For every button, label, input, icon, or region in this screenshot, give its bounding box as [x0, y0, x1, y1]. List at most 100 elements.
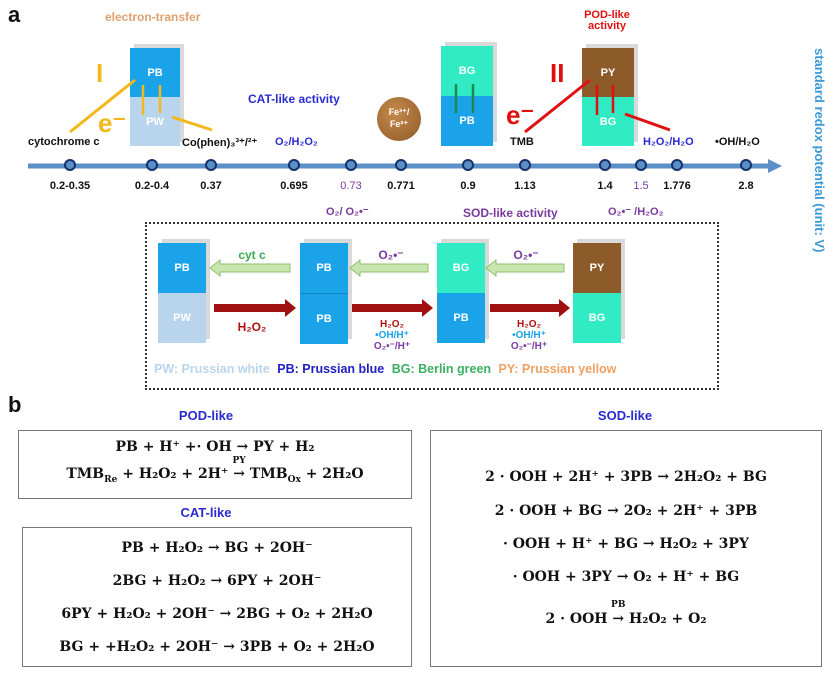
tick-label: 0.9	[460, 180, 476, 192]
h2o2-label: H₂O₂	[237, 320, 267, 334]
scheme-box	[145, 222, 719, 390]
scheme-pb-pw-block: PB PW	[158, 243, 206, 343]
pod-activity-line1: POD-like	[584, 9, 630, 21]
cat-equation-2: 2BG + H₂O₂ → 6PY + 2OH⁻	[112, 573, 322, 589]
scheme-pb-pb-block: PB PB	[300, 243, 348, 344]
scheme-arrows	[209, 258, 570, 317]
tick-dot	[146, 159, 158, 171]
tick-dot	[740, 159, 752, 171]
tick-dot	[599, 159, 611, 171]
pw-half: PW	[158, 293, 206, 343]
sod-activity-label: SOD-like activity	[463, 206, 558, 220]
tick-dot	[205, 159, 217, 171]
tick-dot	[462, 159, 474, 171]
cat-activity-label: CAT-like activity	[248, 92, 340, 106]
cyt-c-label: cyt c	[238, 248, 266, 262]
pod-equation-2: TMBRe + H₂O₂ + 2H⁺ PY→ TMBOx + 2H₂O	[19, 456, 411, 485]
eq-subscript: Ox	[287, 474, 301, 485]
arrow-catalyst: PY	[232, 456, 246, 466]
tick-dot	[345, 159, 357, 171]
sod-title: SOD-like	[597, 408, 653, 423]
pb-half: PB	[441, 96, 493, 146]
py-bg-block: PY BG	[582, 48, 634, 146]
pod-activity-line2: activity	[588, 20, 626, 32]
h2o2-label: H₂O₂	[517, 319, 541, 330]
tick-dot	[395, 159, 407, 171]
o2rad-h-label: O₂•⁻/H⁺	[510, 341, 548, 352]
eq-term: 2 · OOH	[545, 611, 613, 627]
scheme-py-bg-block: PY BG	[573, 243, 621, 343]
tick-label: 0.73	[340, 180, 362, 192]
scheme-bg-pb-block: BG PB	[437, 243, 485, 343]
o2rad-h-label: O₂•⁻/H⁺	[373, 341, 411, 352]
pod-title: POD-like	[178, 408, 234, 423]
fe3-label: Fe³⁺/	[388, 107, 410, 117]
tick-label: 1.5	[633, 180, 649, 192]
tmb-label: TMB	[510, 136, 534, 148]
pb-half: PB	[300, 243, 348, 293]
axis-title: standard redox potential (unit: V)	[812, 48, 827, 253]
bg-half: BG	[573, 293, 621, 343]
py-half: PY	[573, 243, 621, 293]
reaction-conditions-2: H₂O₂ •OH/H⁺ O₂•⁻/H⁺	[511, 319, 547, 352]
panel-label-a: a	[8, 2, 21, 27]
oh-h-label: •OH/H⁺	[512, 330, 546, 341]
legend-pb: PB: Prussian blue	[277, 362, 385, 376]
tick-label: 0.2-0.4	[134, 180, 170, 192]
arrow-catalyst: PB	[611, 600, 626, 610]
tick-dot	[635, 159, 647, 171]
reaction-conditions-1: H₂O₂ •OH/H⁺ O₂•⁻/H⁺	[374, 319, 410, 352]
o2-h2o2-label: O₂/H₂O₂	[275, 136, 318, 148]
fe2-label: Fe²⁺	[389, 119, 409, 129]
eq-subscript: Re	[104, 474, 118, 485]
panel-label-b: b	[8, 392, 22, 417]
sod-equation-4: · OOH + 3PY → O₂ + H⁺ + BG	[512, 569, 740, 585]
electron-label-2: e⁻	[506, 100, 535, 130]
eq-term: TMB	[244, 466, 288, 482]
oh-h-label: •OH/H⁺	[375, 330, 409, 341]
fe-couple-circle: Fe³⁺/ Fe²⁺	[377, 97, 421, 141]
sod-equation-5: 2 · OOH PB→ H₂O₂ + O₂	[431, 600, 821, 627]
bg-pb-block: BG PB	[441, 46, 493, 146]
o2-o2rad-label: O₂/ O₂•⁻	[326, 206, 369, 218]
cytochrome-c-label: cytochrome c	[28, 136, 100, 148]
tick-dot	[671, 159, 683, 171]
legend-bg: BG: Berlin green	[391, 362, 492, 376]
cat-equation-4: BG + +H₂O₂ + 2OH⁻ → 3PB + O₂ + 2H₂O	[59, 639, 375, 655]
pod-equation-1: PB + H⁺ +· OH → PY + H₂	[115, 439, 315, 455]
eq-term: TMB	[66, 466, 105, 482]
tick-dot	[64, 159, 76, 171]
sod-equation-1: 2 · OOH + 2H⁺ + 3PB → 2H₂O₂ + BG	[485, 469, 767, 485]
eq-term: + 2H₂O	[300, 466, 364, 482]
sod-equation-3: · OOH + H⁺ + BG → H₂O₂ + 3PY	[503, 536, 749, 552]
o2rad-label: O₂•⁻	[513, 248, 539, 262]
h2o2-h2o-label: H₂O₂/H₂O	[643, 136, 694, 148]
electron-label-1: e⁻	[98, 108, 127, 138]
tick-label: 2.8	[738, 180, 754, 192]
tick-dot	[519, 159, 531, 171]
py-half: PY	[582, 48, 634, 97]
cat-title: CAT-like	[180, 505, 232, 520]
tick-label: 1.4	[597, 180, 613, 192]
cat-equations-box: PB + H₂O₂ → BG + 2OH⁻ 2BG + H₂O₂ → 6PY +…	[22, 527, 412, 667]
bg-half: BG	[582, 97, 634, 146]
o2rad-h2o2-label: O₂•⁻ /H₂O₂	[608, 206, 664, 218]
pb-pw-block: PB PW	[130, 48, 180, 146]
cat-equation-1: PB + H₂O₂ → BG + 2OH⁻	[121, 540, 313, 556]
electron-transfer-label: electron-transfer	[105, 10, 201, 24]
legend-py: PY: Prussian yellow	[498, 362, 617, 376]
roman-i-label: I	[96, 58, 104, 88]
bg-half: BG	[437, 243, 485, 293]
cophen-label: Co(phen)₃³⁺/²⁺	[182, 137, 258, 149]
arrow-icon: →	[233, 466, 245, 482]
legend-pw: PW: Prussian white	[154, 362, 270, 376]
tick-label: 0.771	[387, 180, 415, 192]
cat-equation-3: 6PY + H₂O₂ + 2OH⁻ → 2BG + O₂ + 2H₂O	[61, 606, 373, 622]
pw-half: PW	[130, 97, 180, 146]
pb-half: PB	[158, 243, 206, 293]
pb-half: PB	[300, 293, 348, 344]
electron-transfer-lines	[28, 78, 782, 173]
eq-term: + H₂O₂ + 2H⁺	[117, 466, 234, 482]
